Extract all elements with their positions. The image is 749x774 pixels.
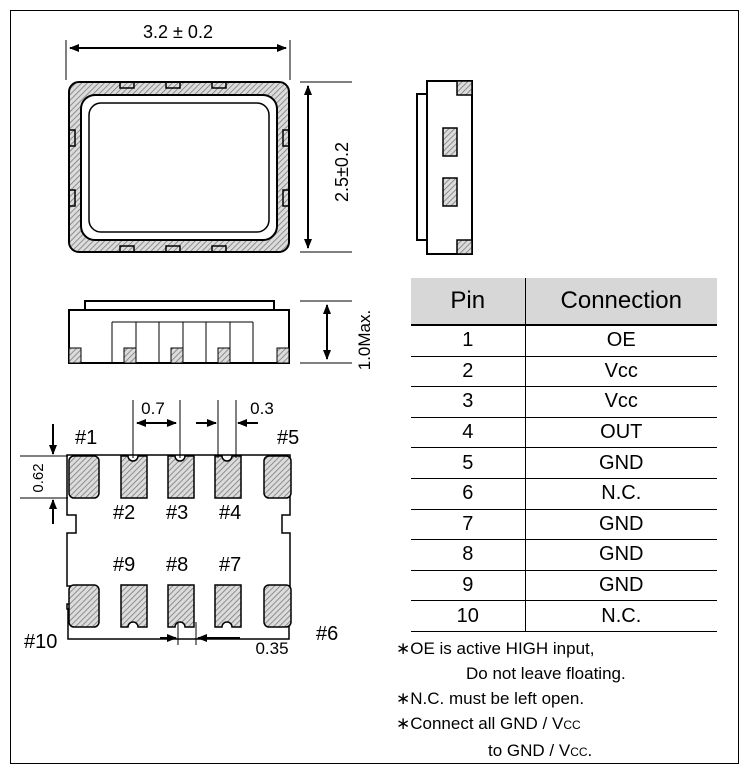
pin-number: 1 xyxy=(411,325,526,357)
pad-3 xyxy=(167,455,195,499)
pin-number: 2 xyxy=(411,356,526,388)
top-view: 3.2 ± 0.2 2.5±0.2 xyxy=(65,22,352,253)
note-oe-line1: ∗OE is active HIGH input, xyxy=(396,639,595,658)
length-dimension: 2.5±0.2 xyxy=(332,142,352,202)
lid-inner xyxy=(88,102,270,233)
front-pad-c xyxy=(170,347,184,364)
pin-connection: OE xyxy=(525,325,717,357)
pad-2 xyxy=(120,455,148,499)
pin-connection: GND xyxy=(525,447,717,479)
note-gnd-prefix: ∗Connect all GND / V xyxy=(396,714,564,733)
header-pin: Pin xyxy=(411,278,526,326)
pin-connection: GND xyxy=(525,509,717,541)
pin-label-4: #4 xyxy=(219,502,241,524)
width-dimension: 3.2 ± 0.2 xyxy=(143,22,213,42)
header-connection: Connection xyxy=(525,278,717,326)
pin-number: 5 xyxy=(411,447,526,479)
pin-label-3: #3 xyxy=(166,502,188,524)
side-lid xyxy=(416,93,427,241)
pin-number: 8 xyxy=(411,539,526,571)
note-gnd-line2: to GND / VCC. xyxy=(396,738,726,765)
pin-label-9: #9 xyxy=(113,554,135,576)
note-gnd-line1: ∗Connect all GND / VCC xyxy=(396,711,726,738)
pin-label-1: #1 xyxy=(75,427,97,449)
front-pad-b xyxy=(123,347,137,364)
pin-connection: GND xyxy=(525,539,717,571)
pin-label-8: #8 xyxy=(166,554,188,576)
pad-height-dimension: 0.62 xyxy=(30,463,47,492)
notes-block: ∗OE is active HIGH input, Do not leave f… xyxy=(396,636,726,765)
pin-label-10: #10 xyxy=(24,631,57,653)
side-pad-mid2 xyxy=(442,177,458,207)
note-gnd2-suffix: . xyxy=(587,741,593,760)
pin-label-6: #6 xyxy=(316,623,338,645)
front-pad-a xyxy=(68,347,82,364)
note-vcc-sub-2: CC xyxy=(570,745,588,759)
pin-number: 9 xyxy=(411,570,526,602)
side-pad-mid1 xyxy=(442,127,458,157)
pin-number: 6 xyxy=(411,478,526,510)
pin-number: 7 xyxy=(411,509,526,541)
lid-outline xyxy=(80,94,278,241)
pad-4 xyxy=(214,455,242,499)
pin-connection: N.C. xyxy=(525,600,717,632)
pad-1 xyxy=(68,455,100,499)
front-pad-d xyxy=(217,347,231,364)
notch-dimension: 0.35 xyxy=(255,639,288,658)
note-nc: ∗N.C. must be left open. xyxy=(396,689,585,708)
castellations-top xyxy=(119,82,227,89)
bottom-view: 0.7 0.3 0.62 0.35 #1 #5 #2 #3 #4 #9 #8 #… xyxy=(20,399,338,658)
pin-label-7: #7 xyxy=(219,554,241,576)
right-side-view xyxy=(416,80,473,255)
castellations-side xyxy=(69,129,289,207)
pin-connection: Vcc xyxy=(525,356,717,388)
front-side-view: 1.0Max. xyxy=(68,300,374,370)
drawing-frame xyxy=(10,10,739,764)
pad-6 xyxy=(263,584,292,628)
table-header-row: Pin Connection xyxy=(411,278,717,326)
side-pad-top xyxy=(456,80,473,96)
pad-width-dimension: 0.3 xyxy=(250,399,274,418)
pin-number: 4 xyxy=(411,417,526,449)
side-body xyxy=(426,80,473,255)
pin-label-5: #5 xyxy=(277,427,299,449)
pin-label-2: #2 xyxy=(113,502,135,524)
note-vcc-sub-1: CC xyxy=(563,718,581,732)
front-lid xyxy=(84,300,275,311)
pad-7 xyxy=(214,584,242,628)
pin-connection: GND xyxy=(525,570,717,602)
pad-8 xyxy=(167,584,195,628)
pin-connection: Vcc xyxy=(525,386,717,418)
note-oe-line2: Do not leave floating. xyxy=(466,664,626,683)
pitch-dimension: 0.7 xyxy=(141,399,165,418)
pin-connection: OUT xyxy=(525,417,717,449)
pad-10 xyxy=(68,584,100,628)
pad-5 xyxy=(263,455,292,499)
pad-9 xyxy=(120,584,148,628)
pin-number: 10 xyxy=(411,600,526,632)
pin-number: 3 xyxy=(411,386,526,418)
castellations-bottom xyxy=(119,245,227,252)
side-pad-bottom xyxy=(456,239,473,255)
pin-connection: N.C. xyxy=(525,478,717,510)
note-gnd2-prefix: to GND / V xyxy=(488,741,571,760)
height-dimension: 1.0Max. xyxy=(355,310,374,370)
front-pad-e xyxy=(276,347,290,364)
